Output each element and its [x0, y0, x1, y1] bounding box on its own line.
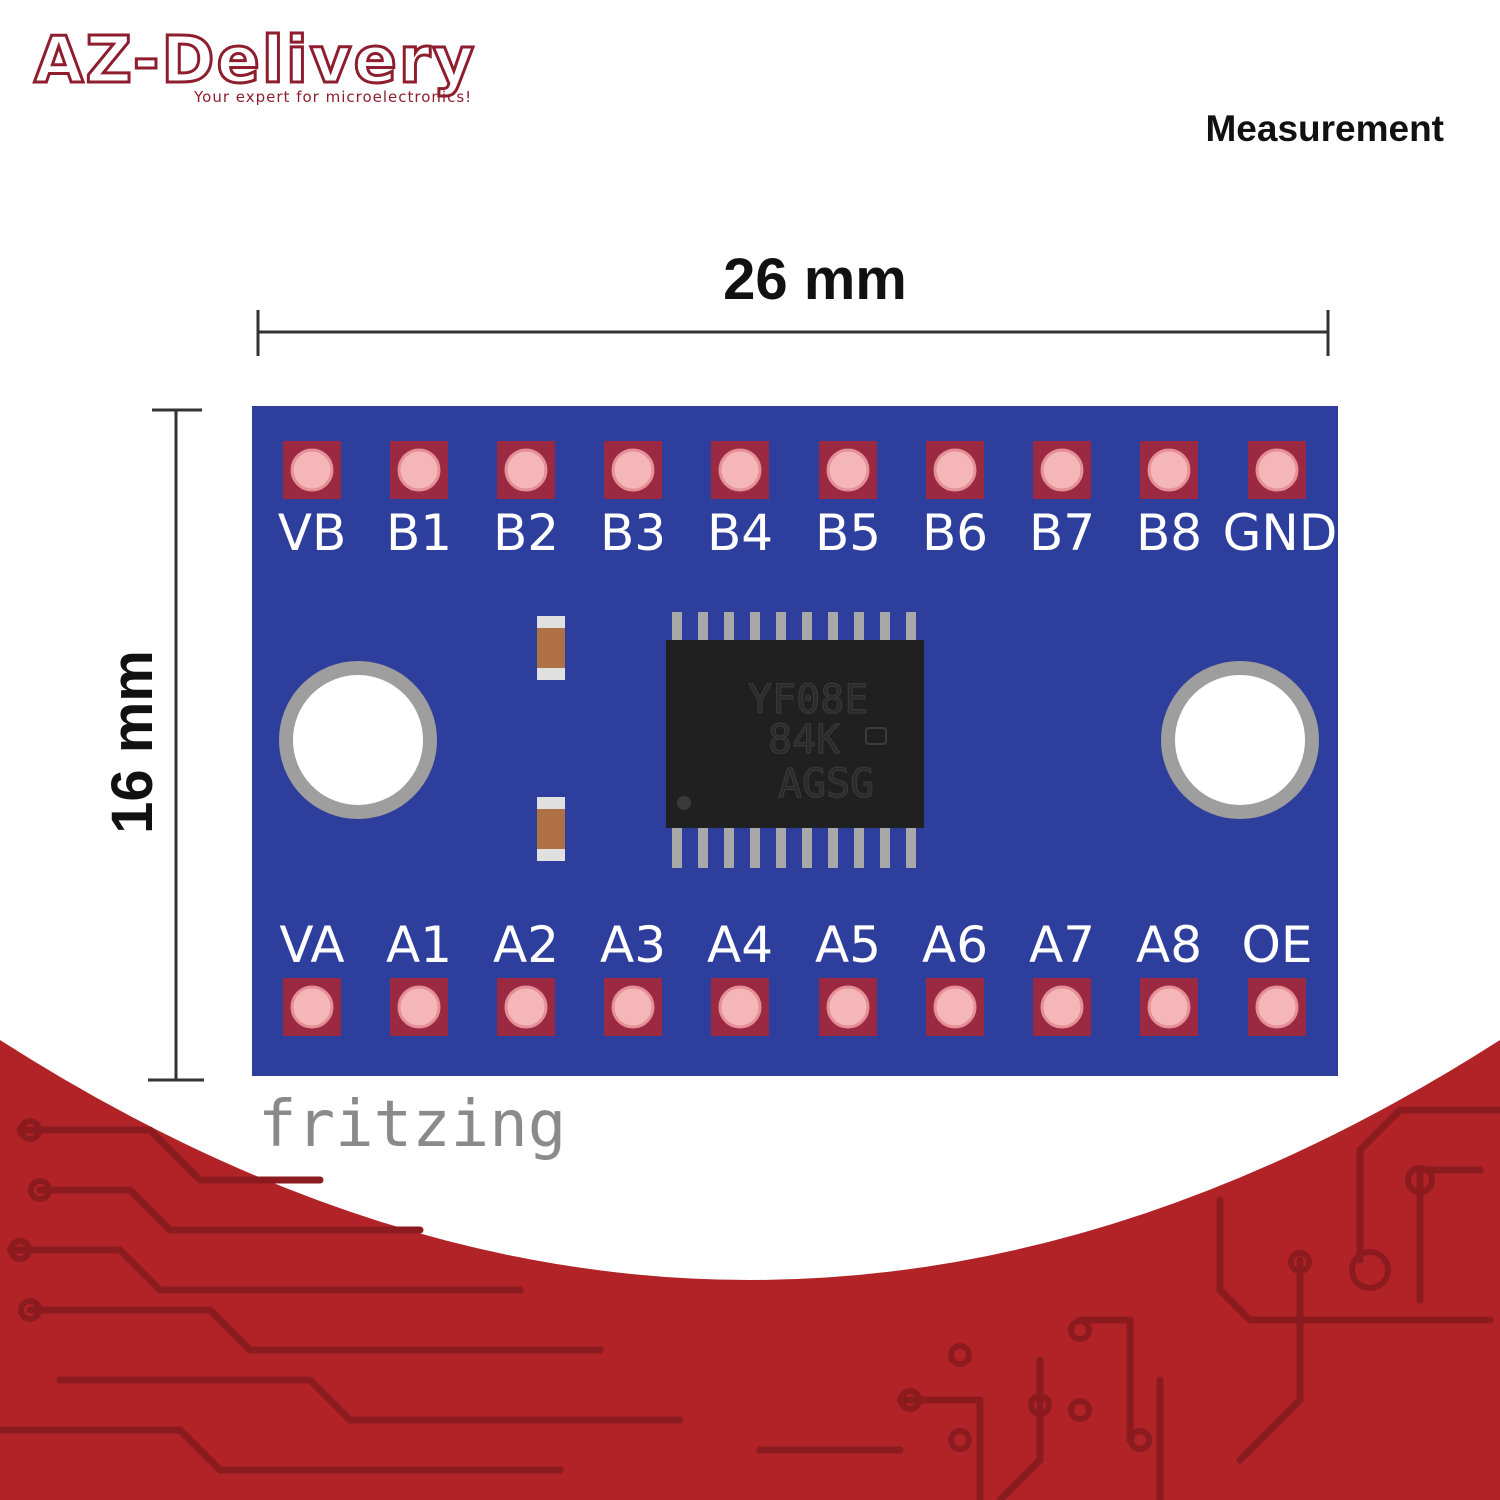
top-pad-hole-2: [504, 448, 548, 492]
pin1-dot: [677, 796, 691, 810]
chip-leg-bottom-3: [750, 824, 760, 868]
bottom-pin-label-a6: A6: [922, 916, 988, 974]
chip-leg-top-2: [724, 612, 734, 644]
top-pin-label-vb: VB: [278, 504, 347, 562]
circuit-background: [0, 1040, 1500, 1500]
top-pin-label-b3: B3: [600, 504, 666, 562]
bottom-pad-hole-3: [611, 985, 655, 1029]
chip-leg-bottom-0: [672, 824, 682, 868]
bottom-pin-label-a2: A2: [493, 916, 559, 974]
top-pin-label-b8: B8: [1136, 504, 1202, 562]
chip-leg-bottom-9: [906, 824, 916, 868]
chip-leg-top-5: [802, 612, 812, 644]
chip-leg-bottom-7: [854, 824, 864, 868]
bottom-pin-label-a3: A3: [600, 916, 666, 974]
bottom-pin-labels: VA A1 A2 A3 A4 A5 A6 A7 A8 OE: [279, 916, 1312, 974]
top-pin-labels: VB B1 B2 B3 B4 B5 B6 B7 B8 GND: [278, 504, 1338, 562]
bottom-pad-hole-4: [718, 985, 762, 1029]
pcb-board: VB B1 B2 B3 B4 B5 B6 B7 B8 GND VA A1 A2 A3 A4 A5 A6 A7 A8…: [252, 406, 1338, 1076]
chip-leg-top-1: [698, 612, 708, 644]
top-pin-label-b6: B6: [922, 504, 988, 562]
top-pin-label-b1: B1: [386, 504, 452, 562]
chip-leg-top-7: [854, 612, 864, 644]
bottom-pin-label-a4: A4: [707, 916, 773, 974]
bottom-pin-label-a7: A7: [1029, 916, 1095, 974]
top-pad-hole-0: [290, 448, 334, 492]
top-pad-hole-9: [1255, 448, 1299, 492]
chip-leg-top-3: [750, 612, 760, 644]
chip-marking-line2: 84K: [768, 717, 840, 763]
top-pad-hole-3: [611, 448, 655, 492]
bottom-pad-hole-6: [933, 985, 977, 1029]
chip-leg-top-6: [828, 612, 838, 644]
bottom-pad-hole-1: [397, 985, 441, 1029]
chip-leg-bottom-6: [828, 824, 838, 868]
bottom-pad-hole-7: [1040, 985, 1084, 1029]
ic-chip: YF08E 84K AGSG: [666, 612, 924, 868]
bottom-pin-label-a1: A1: [386, 916, 452, 974]
chip-leg-bottom-2: [724, 824, 734, 868]
chip-legs-top: [672, 612, 916, 644]
top-pin-pads: [283, 441, 1306, 499]
height-dimension-label: 16 mm: [100, 650, 165, 834]
capacitor-top: [537, 616, 565, 680]
top-pin-label-gnd: GND: [1223, 504, 1338, 562]
bottom-pad-hole-0: [290, 985, 334, 1029]
brand-logo: AZ-Delivery Your expert for microelectro…: [32, 23, 504, 110]
ti-logo-icon: [865, 727, 887, 745]
chip-leg-bottom-5: [802, 824, 812, 868]
top-pin-label-b4: B4: [707, 504, 773, 562]
mounting-hole-left: [279, 661, 437, 819]
top-pin-label-b2: B2: [493, 504, 559, 562]
top-pad-hole-5: [826, 448, 870, 492]
fritzing-credit: fritzing: [258, 1088, 567, 1162]
bottom-pin-label-a5: A5: [815, 916, 881, 974]
chip-leg-top-8: [880, 612, 890, 644]
brand-name: AZ-Delivery: [32, 23, 477, 100]
section-title: Measurement: [1205, 108, 1444, 149]
bottom-pin-label-va: VA: [279, 916, 344, 974]
bottom-pin-pads: [283, 978, 1306, 1036]
top-pad-hole-6: [933, 448, 977, 492]
capacitor-bottom: [537, 797, 565, 861]
width-dimension-line: [256, 310, 1330, 356]
height-dimension-line: [148, 408, 204, 1082]
chip-leg-top-9: [906, 612, 916, 644]
top-pin-label-b7: B7: [1029, 504, 1095, 562]
mounting-hole-right: [1161, 661, 1319, 819]
top-pin-label-b5: B5: [815, 504, 881, 562]
chip-marking-line1: YF08E: [748, 677, 868, 723]
top-pad-hole-4: [718, 448, 762, 492]
chip-leg-top-0: [672, 612, 682, 644]
bottom-pin-label-a8: A8: [1136, 916, 1202, 974]
bottom-pad-hole-9: [1255, 985, 1299, 1029]
bottom-pad-hole-5: [826, 985, 870, 1029]
chip-legs-bottom: [672, 824, 916, 868]
top-pad-hole-7: [1040, 448, 1084, 492]
chip-marking-line3: AGSG: [778, 761, 874, 807]
chip-leg-bottom-8: [880, 824, 890, 868]
chip-leg-bottom-1: [698, 824, 708, 868]
bottom-pad-hole-2: [504, 985, 548, 1029]
chip-leg-bottom-4: [776, 824, 786, 868]
bottom-pad-hole-8: [1147, 985, 1191, 1029]
top-pad-hole-1: [397, 448, 441, 492]
width-dimension-label: 26 mm: [723, 247, 907, 312]
bottom-pin-label-oe: OE: [1242, 916, 1313, 974]
brand-tagline: Your expert for microelectronics!: [194, 88, 473, 106]
top-pad-hole-8: [1147, 448, 1191, 492]
chip-leg-top-4: [776, 612, 786, 644]
